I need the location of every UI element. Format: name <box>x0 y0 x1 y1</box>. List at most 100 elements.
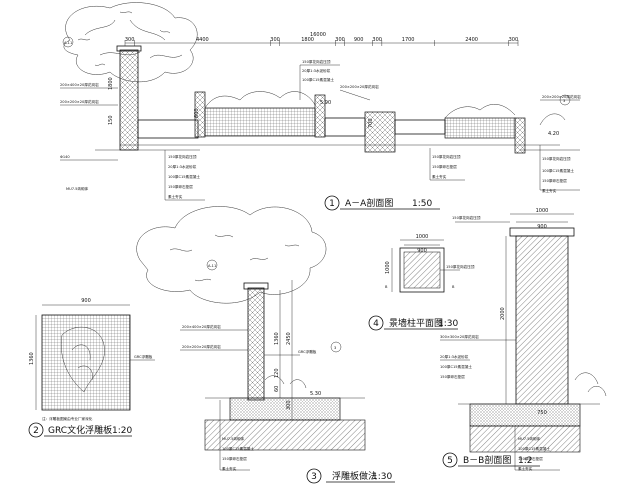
v5-label-mortar: 20厚1:3水泥砂浆 <box>440 354 469 359</box>
v3-mark: A-11 <box>208 264 216 268</box>
v3-dim-2: 2450 <box>286 332 292 345</box>
ground-slab <box>137 119 199 139</box>
relief-detail-view: 1360 2450 120 60 300 5.30 200×400×20厚花岗岩… <box>136 206 395 484</box>
dim-segment-4: 300 <box>335 37 345 43</box>
planter-bed-1 <box>204 107 316 137</box>
v5-label-con2: 100厚C15素混凝土 <box>518 446 550 451</box>
v3-label-gravel: 150厚碎石垫层 <box>222 456 247 461</box>
v1-mid-dim-2: 700 <box>368 118 374 128</box>
dim-segment-8: 2400 <box>465 37 478 43</box>
view4-number: 4 <box>373 319 379 329</box>
v5-label-gravel2: 150厚碎石垫层 <box>518 456 543 461</box>
v5-label-face: 300×300×20厚花岗岩 <box>440 334 479 339</box>
v2-dim-width: 900 <box>81 298 91 304</box>
v4-dim-width: 1000 <box>416 234 429 240</box>
v3-label-grc: GRC浮雕板 <box>298 349 317 354</box>
view3-title: 浮雕板做法 <box>332 470 377 482</box>
view2-scale: 1:20 <box>112 426 132 436</box>
v3-label-brick: MU7.5砖砌体 <box>222 436 245 441</box>
v3-label-soil: 素土夯实 <box>222 466 237 471</box>
v4-dim-inner: 900 <box>417 248 427 254</box>
v3-mark-2: 3 <box>334 346 336 350</box>
v2-dim-height: 1360 <box>29 352 35 365</box>
v1-label-top-concrete: 100厚C15素混凝土 <box>302 77 334 82</box>
v1-label-top-cap: 150厚花岗岩压顶 <box>302 59 331 64</box>
relief-cap <box>243 282 269 290</box>
v1-mid-dim-1: 600 <box>194 108 200 118</box>
v1-label-concrete: 100厚C15素混凝土 <box>168 174 200 179</box>
v2-label-grc: GRC浮雕板 <box>134 354 153 359</box>
v1-left-dim-1: 1800 <box>108 77 114 90</box>
dim-segment-5: 900 <box>354 37 364 43</box>
view5-number-circle <box>442 452 458 468</box>
v3-dim-4: 60 <box>274 386 280 392</box>
relief-foundation <box>229 397 341 421</box>
shrub-2 <box>444 104 516 119</box>
bb-shrub <box>574 372 607 397</box>
view1-scale: 1:50 <box>412 199 432 209</box>
v1-label-soil: 素土夯实 <box>168 194 183 199</box>
view1-title: A－A剖面图 <box>345 197 393 209</box>
pier-3 <box>364 111 396 153</box>
v1-label-paving: 200×400×20厚花岗岩 <box>60 82 99 87</box>
dim-total: 16000 <box>310 32 326 38</box>
bb-column <box>515 235 569 405</box>
grc-panel-view: 900 1360 GRC浮雕板 注：浮雕板图案由专业厂家深化 2 GRC文化浮雕… <box>28 298 155 438</box>
v5-label-soil: 素土夯实 <box>518 466 533 471</box>
walk-slab <box>324 117 366 137</box>
v5-label-gravel: 150厚碎石垫层 <box>440 374 465 379</box>
view2-title: GRC文化浮雕板 <box>48 424 112 436</box>
dim-segment-1: 4400 <box>196 37 209 43</box>
column-cap <box>116 45 142 52</box>
pier-2 <box>314 94 326 138</box>
v1-label-r-soil: 素土夯实 <box>432 174 447 179</box>
v1-label-cap: 150厚花岗岩压顶 <box>168 154 197 159</box>
bb-soil <box>469 425 581 453</box>
view4-title: 景墙柱平面图 <box>389 317 443 329</box>
column-plan-inner <box>403 251 441 289</box>
v1-label-far-gravel: 150厚碎石垫层 <box>542 178 567 183</box>
v5-dim-width: 1000 <box>536 208 549 214</box>
dim-segment-7: 1700 <box>402 37 415 43</box>
v5-label-cap: 150厚花岗岩压顶 <box>452 215 481 220</box>
v1-label-mortar: 20厚1:3水泥砂浆 <box>168 164 197 169</box>
v1-left-dim-2: 150 <box>108 115 114 125</box>
view4-number-circle <box>368 315 384 331</box>
v1-label-block: 200×200×20厚花岗岩 <box>60 99 99 104</box>
dim-segment-2: 300 <box>270 37 280 43</box>
v2-note: 注：浮雕板图案由专业厂家深化 <box>42 416 93 421</box>
v3-dim-1: 1360 <box>274 332 280 345</box>
v5-dim-height: 2000 <box>500 307 506 320</box>
v4-mark-left: B <box>385 285 388 289</box>
view1-number: 1 <box>329 199 335 209</box>
v1-level-1: 5.90 <box>320 100 331 106</box>
v1-label-top-mortar: 20厚1:3水泥砂浆 <box>302 68 331 73</box>
v4-dim-height: 1000 <box>385 261 391 274</box>
planter-bed-2 <box>444 117 516 139</box>
v1-label-r-cap: 150厚花岗岩压顶 <box>432 154 461 159</box>
step-slab <box>394 119 446 135</box>
view1-number-circle <box>324 195 340 211</box>
v1-label-pi: Φ140 <box>60 155 70 159</box>
bb-footing <box>469 403 581 427</box>
v4-label-cap: 150厚花岗岩压顶 <box>446 264 475 269</box>
tall-column <box>119 49 139 151</box>
v3-label-block: 200×200×20厚花岗岩 <box>182 344 221 349</box>
v1-label-brick-left: MU7.5砖砌体 <box>66 186 89 191</box>
relief-wall <box>247 287 265 401</box>
view5-title: B－B剖面图 <box>463 454 511 466</box>
v1-mark-left: A-11 <box>64 41 72 45</box>
view4-scale: 1:30 <box>438 319 458 329</box>
dim-segment-0: 300 <box>125 37 135 43</box>
dim-segment-6: 300 <box>372 37 382 43</box>
v1-level-2: 4.20 <box>548 131 559 137</box>
v5-dim-base: 750 <box>537 410 547 416</box>
v3-label-paving: 200×400×20厚花岗岩 <box>182 324 221 329</box>
v1-label-far-cap: 150厚花岗岩压顶 <box>542 156 571 161</box>
section-bb: 1000 900 2000 750 150厚花岗岩压顶 300×300×20厚花… <box>440 208 607 471</box>
v3-level: 5.30 <box>310 391 321 397</box>
grc-panel <box>41 314 131 411</box>
v4-mark-right: B <box>452 285 455 289</box>
